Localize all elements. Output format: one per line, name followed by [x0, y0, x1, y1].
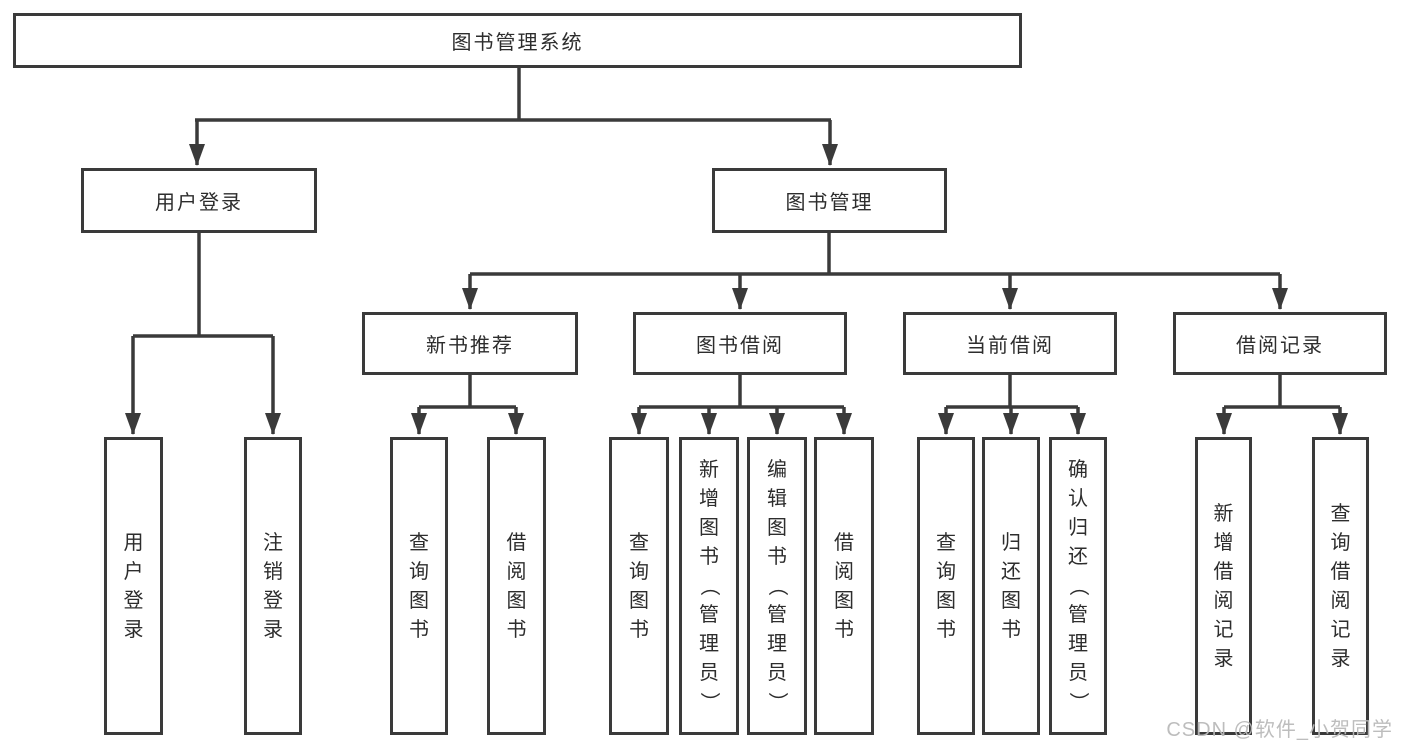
node-current-borrow: 当前借阅 — [903, 312, 1117, 375]
node-borrow-records-label: 借阅记录 — [1236, 335, 1324, 357]
leaf-logout: 注销登录 — [244, 437, 302, 735]
leaf-query-books-current-label: 查询图书 — [936, 531, 956, 641]
node-borrow-records: 借阅记录 — [1173, 312, 1387, 375]
node-new-book-recommend-label: 新书推荐 — [426, 335, 514, 357]
node-new-book-recommend: 新书推荐 — [362, 312, 578, 375]
leaf-confirm-return-admin-label: 确认归还（管理员） — [1067, 459, 1089, 712]
leaf-query-books-current: 查询图书 — [917, 437, 975, 735]
node-book-management: 图书管理 — [712, 168, 947, 233]
leaf-user-login: 用户登录 — [104, 437, 163, 735]
leaf-confirm-return-admin: 确认归还（管理员） — [1049, 437, 1107, 735]
leaf-add-borrow-record-label: 新增借阅记录 — [1213, 502, 1234, 670]
node-current-borrow-label: 当前借阅 — [966, 335, 1054, 357]
leaf-query-books-recommend: 查询图书 — [390, 437, 448, 735]
leaf-query-borrow-record: 查询借阅记录 — [1312, 437, 1369, 735]
leaf-query-books-borrow: 查询图书 — [609, 437, 669, 735]
node-root-label: 图书管理系统 — [451, 32, 584, 54]
node-user-login: 用户登录 — [81, 168, 317, 233]
node-book-borrow: 图书借阅 — [633, 312, 847, 375]
leaf-query-books-borrow-label: 查询图书 — [629, 531, 649, 641]
leaf-add-book-admin: 新增图书（管理员） — [679, 437, 739, 735]
leaf-borrow-books-borrow-label: 借阅图书 — [834, 531, 854, 641]
node-root: 图书管理系统 — [13, 13, 1022, 68]
leaf-edit-book-admin: 编辑图书（管理员） — [747, 437, 807, 735]
leaf-borrow-books-recommend-label: 借阅图书 — [506, 531, 527, 641]
leaf-return-book-label: 归还图书 — [1001, 531, 1021, 641]
leaf-borrow-books-recommend: 借阅图书 — [487, 437, 546, 735]
leaf-add-borrow-record: 新增借阅记录 — [1195, 437, 1252, 735]
leaf-query-books-recommend-label: 查询图书 — [409, 531, 429, 641]
leaf-query-borrow-record-label: 查询借阅记录 — [1330, 502, 1351, 670]
node-book-borrow-label: 图书借阅 — [696, 335, 784, 357]
leaf-logout-label: 注销登录 — [263, 531, 283, 641]
node-user-login-label: 用户登录 — [155, 192, 243, 214]
leaf-add-book-admin-label: 新增图书（管理员） — [698, 459, 720, 712]
leaf-edit-book-admin-label: 编辑图书（管理员） — [766, 459, 788, 712]
leaf-borrow-books-borrow: 借阅图书 — [814, 437, 874, 735]
leaf-return-book: 归还图书 — [982, 437, 1040, 735]
leaf-user-login-label: 用户登录 — [123, 531, 144, 641]
connector-group — [125, 68, 1348, 435]
node-book-management-label: 图书管理 — [785, 192, 874, 214]
watermark: CSDN @软件_小贺同学 — [1166, 719, 1393, 741]
